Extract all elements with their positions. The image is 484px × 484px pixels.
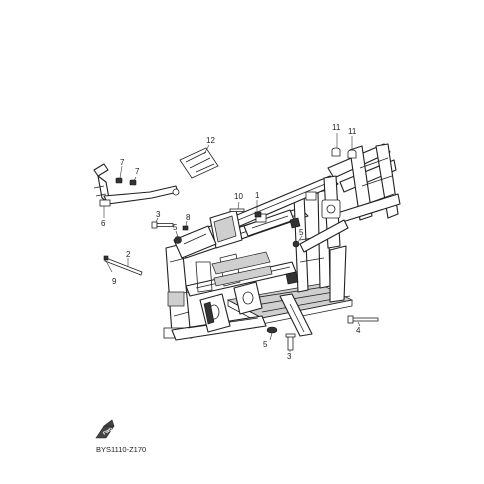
- callout-5b: 5: [299, 228, 304, 237]
- callout-3a: 3: [156, 210, 161, 219]
- washer-part-5-lower: [266, 326, 278, 334]
- callout-11a: 11: [332, 123, 341, 132]
- callout-11b: 11: [348, 127, 357, 136]
- callout-5a: 5: [173, 223, 178, 232]
- nut-part-7b: [129, 179, 137, 186]
- main-frame: [163, 143, 401, 341]
- nut-part-7a: [115, 177, 123, 184]
- collar-part-8: [182, 225, 189, 231]
- callout-4: 4: [356, 326, 361, 335]
- nut-part-5-right: [292, 240, 300, 248]
- bracket-part-6: [93, 163, 180, 207]
- bolt-part-3-lower: [285, 333, 296, 351]
- diagram-code: BYS1110-Z170: [96, 445, 146, 454]
- callout-12: 12: [206, 136, 215, 145]
- clip-part-1: [254, 211, 262, 218]
- tie-part-2: [104, 257, 143, 276]
- callout-labels: 12 7 7 6 10 1 3 8 5 2 9 11 11 5 4 5 3: [101, 123, 361, 361]
- callout-6: 6: [101, 219, 106, 228]
- pin-part-10: [229, 208, 245, 212]
- callout-9: 9: [112, 277, 117, 286]
- tie-part-9: [103, 255, 109, 261]
- bolt-part-3-upper: [151, 221, 174, 229]
- callout-7a: 7: [120, 158, 125, 167]
- callout-5c: 5: [263, 340, 268, 349]
- callout-7b: 7: [135, 167, 140, 176]
- callout-2: 2: [126, 250, 131, 259]
- callout-8: 8: [186, 213, 191, 222]
- callout-1: 1: [255, 191, 260, 200]
- front-arrow-label: FWD: [102, 426, 114, 436]
- callout-3b: 3: [287, 352, 292, 361]
- callout-10: 10: [234, 192, 243, 201]
- nut-part-5-left: [174, 236, 182, 244]
- damper-part-11b: [347, 149, 357, 159]
- front-direction-arrow-icon: FWD: [95, 419, 115, 439]
- bolt-part-4: [347, 315, 379, 324]
- damper-part-11a: [331, 147, 341, 157]
- leader-lines: [103, 133, 361, 352]
- decal-part-12: [179, 147, 219, 179]
